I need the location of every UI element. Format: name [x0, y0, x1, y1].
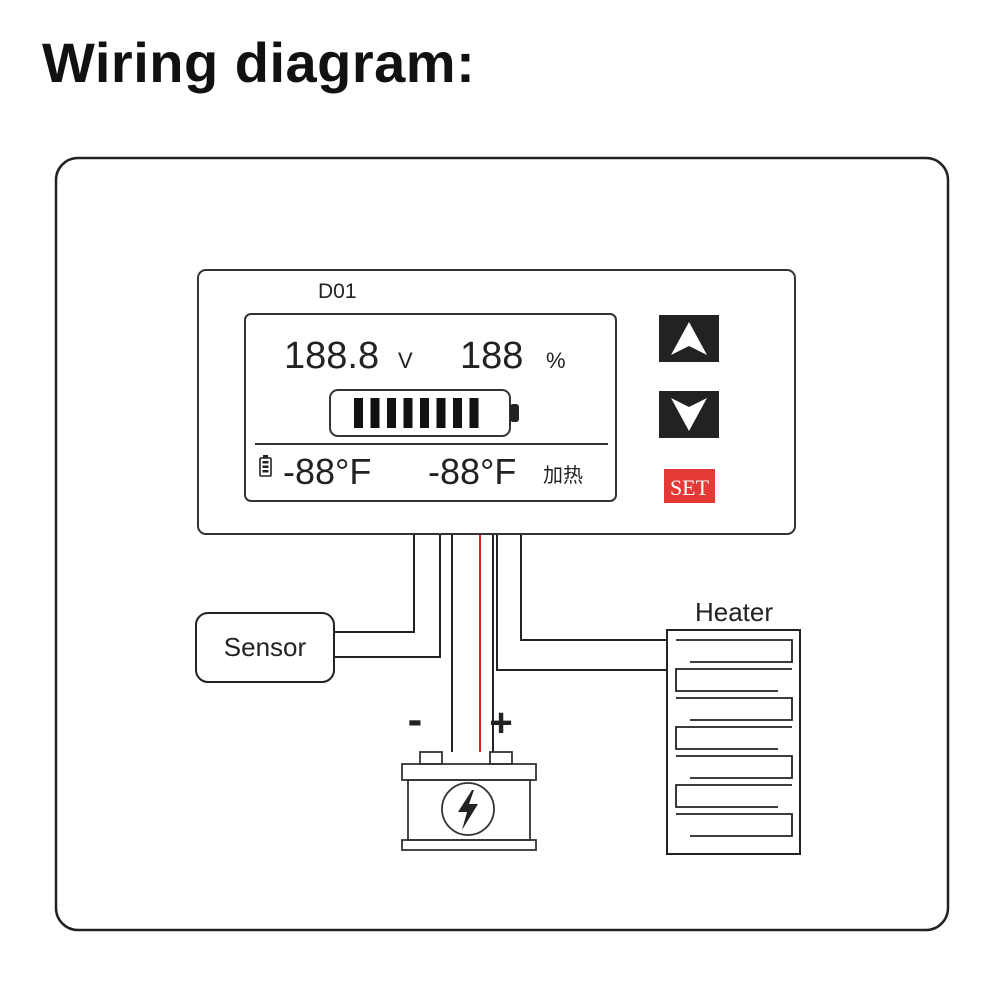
sensor-label: Sensor [224, 632, 307, 662]
device-model-label: D01 [318, 280, 357, 303]
battery-level-indicator [329, 389, 519, 437]
battery-bar-segment [420, 398, 429, 428]
percent-unit: % [546, 348, 566, 373]
set-button-label: SET [670, 475, 710, 500]
heater-box [666, 629, 801, 855]
sensor-wires [334, 535, 441, 658]
up-button[interactable] [659, 315, 719, 362]
page-title: Wiring diagram: [42, 31, 476, 94]
battery-bar-segment [469, 398, 479, 428]
arrow-up-icon [671, 322, 707, 355]
negative-label: - [408, 695, 423, 744]
voltage-value: 188.8 [284, 335, 379, 377]
battery-bar-segment [387, 398, 396, 428]
heating-label: 加热 [543, 464, 583, 487]
lightning-icon [458, 790, 478, 830]
temperature-1: -88°F [283, 451, 371, 492]
battery-wires [451, 535, 494, 752]
down-button[interactable] [659, 391, 719, 438]
battery-bar-segment [370, 398, 380, 428]
positive-label: + [489, 701, 512, 745]
heater-element [675, 639, 793, 837]
battery-bar-segment [453, 398, 462, 428]
heater-wires [496, 535, 667, 671]
battery-bar-segment [354, 398, 363, 428]
battery-bar-segment [436, 398, 446, 428]
set-button[interactable]: SET [664, 469, 715, 503]
sensor-box [195, 612, 335, 683]
battery-small-icon [259, 455, 272, 477]
arrow-down-icon [671, 398, 707, 431]
battery-bar-segment [403, 398, 413, 428]
battery-icon [401, 751, 537, 851]
percent-value: 188 [460, 335, 523, 377]
voltage-unit: V [398, 348, 413, 373]
temperature-2: -88°F [428, 451, 516, 492]
heater-label: Heater [695, 597, 773, 627]
